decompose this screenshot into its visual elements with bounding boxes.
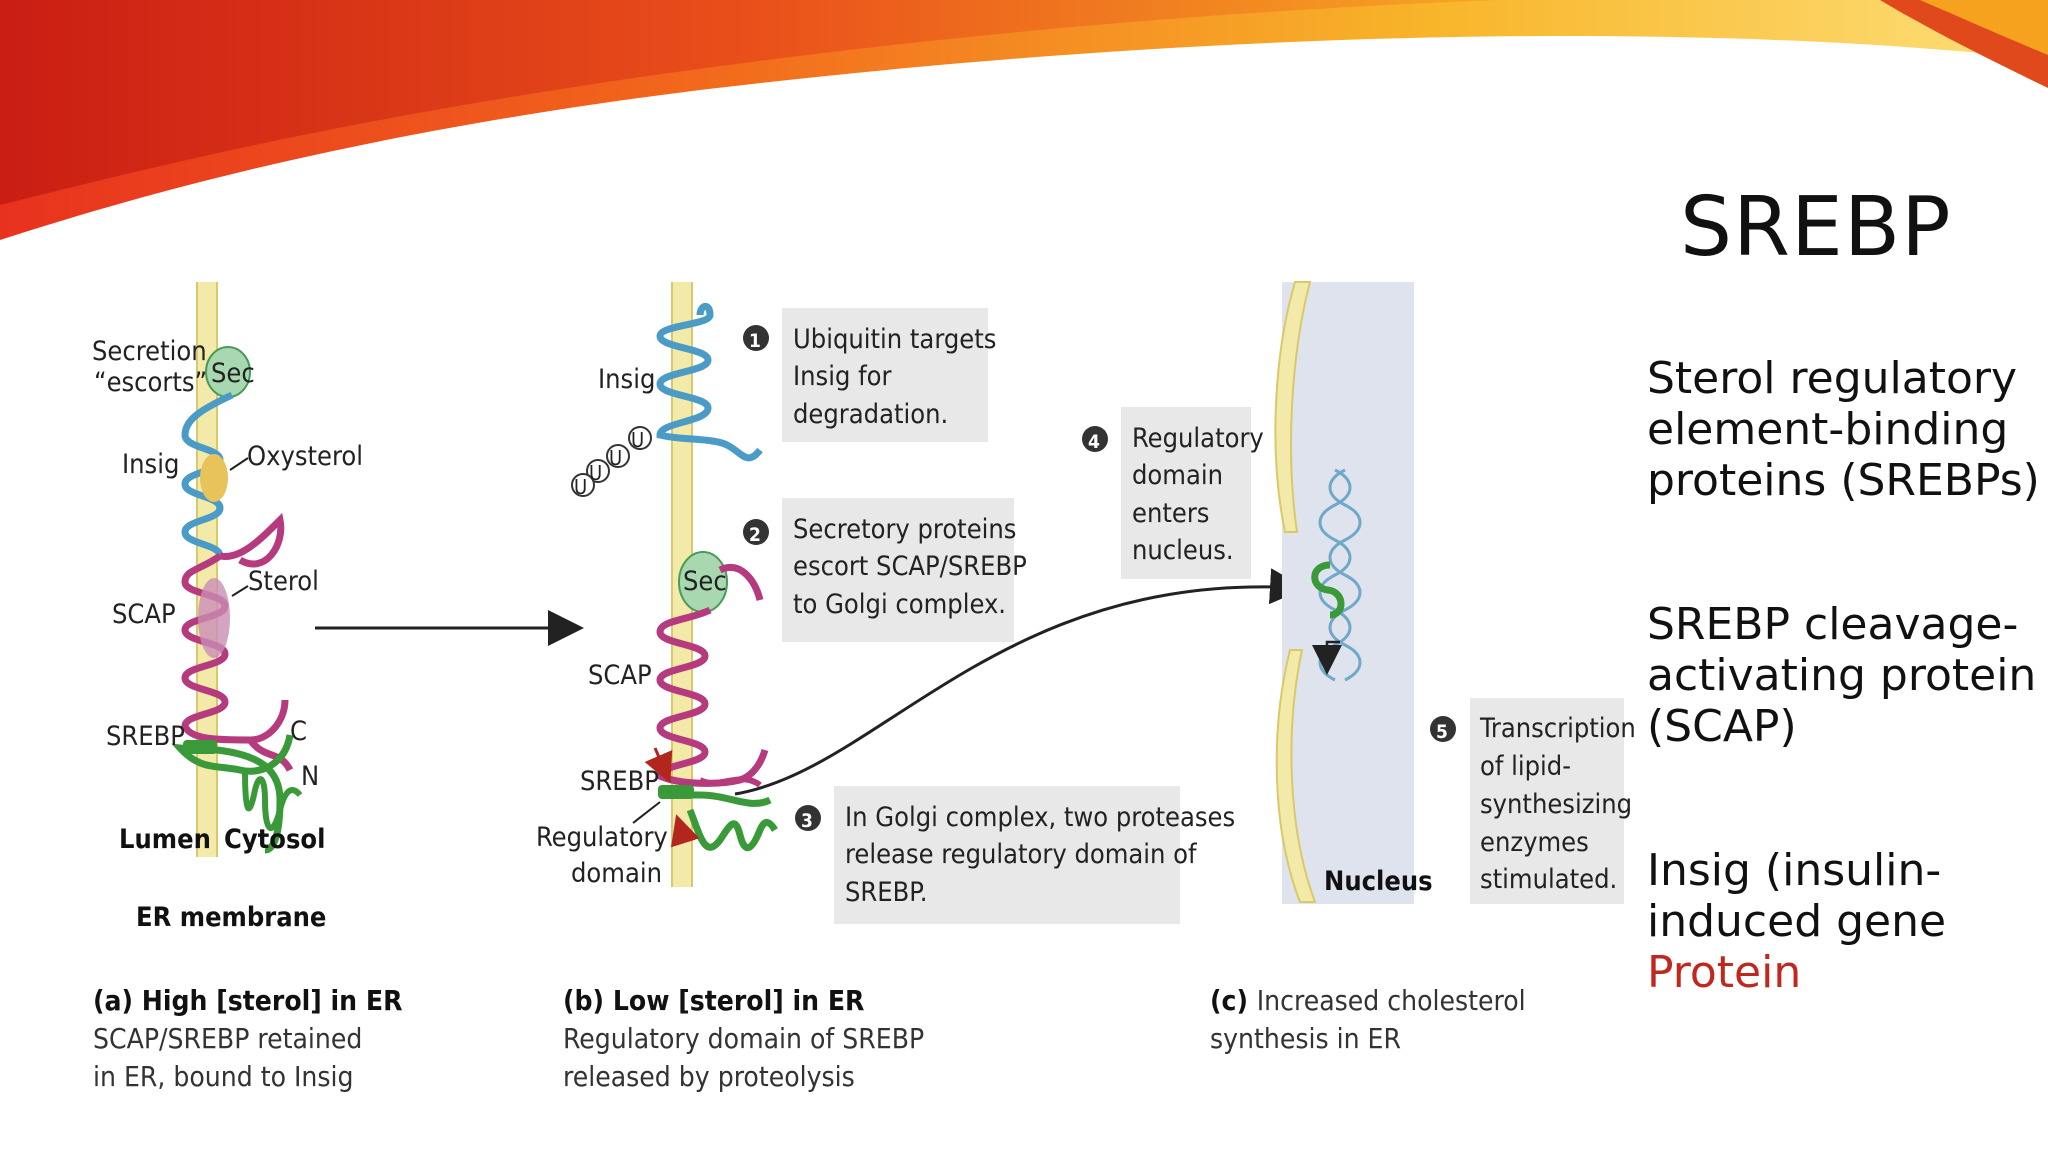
step-5: 5 Transcription of lipid- synthesizing e… <box>1430 698 1636 904</box>
step-5-line5: stimulated. <box>1480 864 1617 895</box>
caption-b-line2: released by proteolysis <box>563 1060 855 1093</box>
step-1: 1 Ubiquitin targets Insig for degradatio… <box>743 308 996 442</box>
regulatory-domain-label-line1: Regulatory <box>536 822 668 853</box>
panel-b: U U U U Insig Sec SCAP SREBP Regulatory … <box>536 282 924 1093</box>
definition-insig-text: Insig (insulin-induced gene <box>1647 845 1947 947</box>
sec-label-b: Sec <box>683 566 727 597</box>
c-terminus-label: C <box>290 716 307 747</box>
step-2-line2: escort SCAP/SREBP <box>793 551 1027 582</box>
step-2: 2 Secretory proteins escort SCAP/SREBP t… <box>743 498 1027 642</box>
nuclear-envelope-upper <box>1274 281 1312 533</box>
step-2-number: 2 <box>749 524 761 546</box>
sterol-site-a <box>198 578 230 658</box>
oxysterol-label: Oxysterol <box>247 441 363 472</box>
caption-a-title: (a) High [sterol] in ER <box>93 984 402 1017</box>
definition-scap: SREBP cleavage-activating protein (SCAP) <box>1647 599 2037 752</box>
step-5-line1: Transcription <box>1479 713 1636 744</box>
insig-protein-a <box>181 391 234 558</box>
srebp-protein-a <box>171 734 294 854</box>
caption-b-title: (b) Low [sterol] in ER <box>563 984 864 1017</box>
secretion-label-line1: Secretion <box>92 336 207 367</box>
step-3-line2: release regulatory domain of <box>845 839 1198 870</box>
transcription-start-arrow <box>1312 640 1342 675</box>
srebp-label-a: SREBP <box>106 721 185 752</box>
ubiquitin-chain: U U U U <box>571 426 652 499</box>
definition-insig: Insig (insulin-induced gene Protein <box>1647 845 2047 998</box>
step-1-line1: Ubiquitin targets <box>793 324 996 355</box>
er-membrane-label: ER membrane <box>136 902 326 933</box>
srebp-label-b: SREBP <box>580 766 659 797</box>
ubiquitin-label: U <box>631 428 644 452</box>
step-4: 4 Regulatory domain enters nucleus. <box>1082 407 1264 579</box>
step-2-line1: Secretory proteins <box>793 514 1016 545</box>
step-5-line3: synthesizing <box>1480 789 1632 820</box>
scap-label-a: SCAP <box>112 599 176 630</box>
insig-protein-b <box>656 302 763 462</box>
slide-title: SREBP <box>1680 180 1952 275</box>
scap-protein-b <box>656 563 769 787</box>
insig-label-a: Insig <box>122 449 179 480</box>
nuclear-envelope-lower <box>1275 649 1317 903</box>
header-swoosh-decoration <box>0 0 2048 240</box>
step-3-number: 3 <box>801 810 813 832</box>
step-2-line3: to Golgi complex. <box>793 589 1006 620</box>
step-5-line4: enzymes <box>1480 827 1589 858</box>
caption-a-line1: SCAP/SREBP retained <box>93 1022 362 1055</box>
insig-label-b: Insig <box>598 364 655 395</box>
n-terminus-label: N <box>301 761 319 792</box>
nucleus-label: Nucleus <box>1324 866 1433 897</box>
caption-a-line2: in ER, bound to Insig <box>93 1060 354 1093</box>
definition-srebp: Sterol regulatory element-binding protei… <box>1647 353 2040 506</box>
svg-text:U: U <box>589 461 602 485</box>
step-1-number: 1 <box>749 330 761 352</box>
step-3-line3: SREBP. <box>845 877 927 908</box>
oxysterol-a <box>200 454 228 502</box>
caption-c-title: (c) Increased cholesterol <box>1210 984 1526 1017</box>
step-4-number: 4 <box>1088 431 1100 453</box>
secretion-label-line2: “escorts” <box>94 367 207 398</box>
step-4-line4: nucleus. <box>1132 535 1234 566</box>
step-3: 3 In Golgi complex, two proteases releas… <box>795 786 1235 924</box>
step-3-line1: In Golgi complex, two proteases <box>845 802 1235 833</box>
step-5-line2: of lipid- <box>1480 751 1571 782</box>
panel-a: Sec Secretion “escorts” Insig Oxysterol … <box>92 282 402 1093</box>
svg-text:U: U <box>609 446 622 470</box>
definition-insig-accent: Protein <box>1647 947 1802 998</box>
caption-b-line1: Regulatory domain of SREBP <box>563 1022 924 1055</box>
srebp-pathway-figure: Sec Secretion “escorts” Insig Oxysterol … <box>92 281 1636 1093</box>
caption-c-line2: synthesis in ER <box>1210 1022 1401 1055</box>
nucleus-region <box>1282 282 1414 904</box>
step-1-line3: degradation. <box>793 399 948 430</box>
scap-label-b: SCAP <box>588 660 652 691</box>
step-1-line2: Insig for <box>793 361 892 392</box>
cytosol-label: Cytosol <box>224 824 325 855</box>
sec-label-a: Sec <box>211 358 255 389</box>
step-5-number: 5 <box>1436 721 1448 743</box>
regulatory-domain-label-line2: domain <box>571 858 662 889</box>
srebp-protein-b <box>660 791 778 851</box>
step-4-line2: domain <box>1132 460 1223 491</box>
step-4-line3: enters <box>1132 498 1209 529</box>
sterol-label: Sterol <box>248 566 319 597</box>
panel-c: Nucleus (c) Increased cholesterol synthe… <box>1210 281 1526 1055</box>
lumen-label: Lumen <box>119 824 211 855</box>
regulatory-domain-to-nucleus-arrow <box>734 568 1306 796</box>
svg-text:U: U <box>574 475 587 499</box>
step-4-line1: Regulatory <box>1132 423 1264 454</box>
srebp-regulatory-domain-bound <box>1311 561 1345 619</box>
